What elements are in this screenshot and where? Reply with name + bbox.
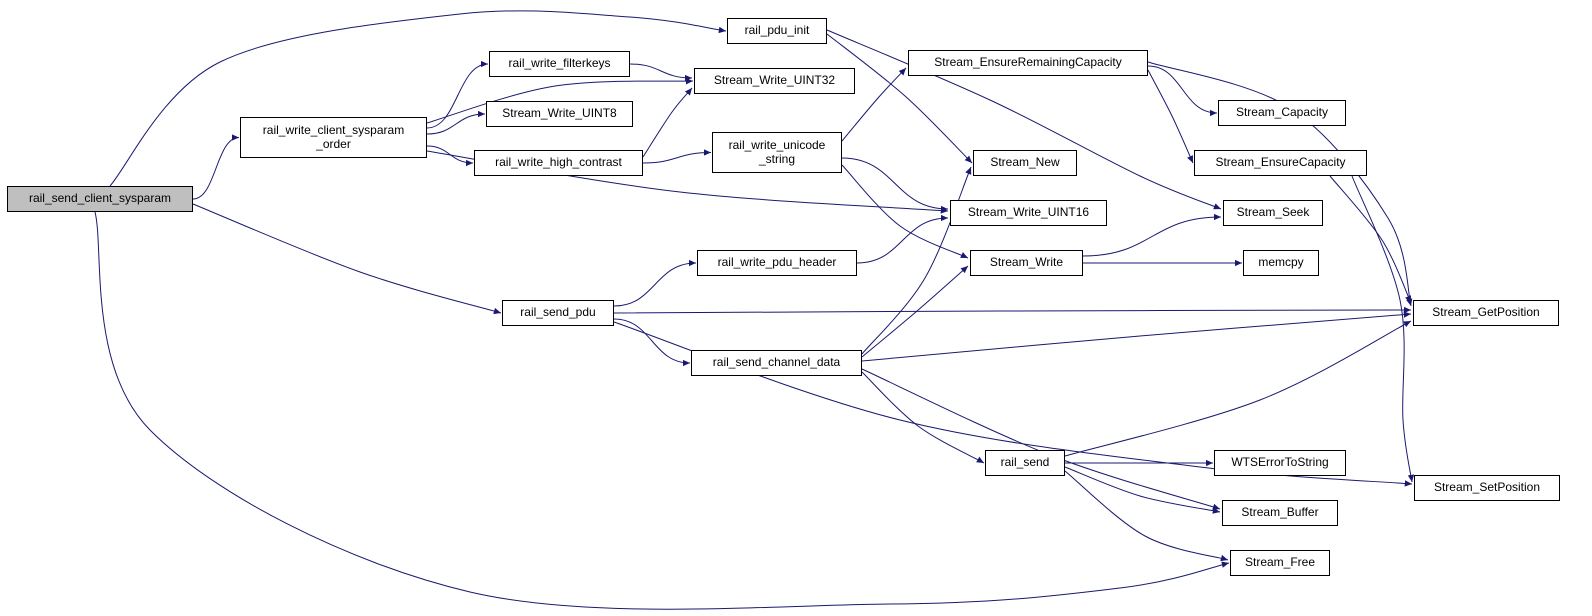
node-Stream_EnsureCapacity[interactable]: Stream_EnsureCapacity xyxy=(1194,150,1367,176)
edge-rail_pdu_init--Stream_Seek xyxy=(826,29,1222,210)
edge-rail_write_client_sysparam_order--Stream_Write_UINT32 xyxy=(426,78,694,124)
edge-rail_send--Stream_Free xyxy=(1064,470,1229,562)
node-rail_write_high_contrast[interactable]: rail_write_high_contrast xyxy=(474,150,643,176)
node-Stream_Write_UINT8[interactable]: Stream_Write_UINT8 xyxy=(486,101,633,127)
edge-rail_write_pdu_header--Stream_Write_UINT16 xyxy=(856,214,949,264)
node-Stream_Write_UINT32[interactable]: Stream_Write_UINT32 xyxy=(694,68,855,94)
edge-rail_send_pdu--Stream_GetPosition xyxy=(613,306,1412,314)
node-Stream_Seek[interactable]: Stream_Seek xyxy=(1223,200,1323,226)
edge-rail_write_unicode_string--Stream_EnsureRemainingCapacity xyxy=(841,67,907,142)
edge-rail_send_channel_data--Stream_GetPosition xyxy=(861,311,1412,362)
edge-rail_write_filterkeys--Stream_Write_UINT32 xyxy=(629,63,693,82)
edge-rail_write_unicode_string--Stream_Write_UINT16 xyxy=(841,157,949,213)
node-Stream_Write_UINT16[interactable]: Stream_Write_UINT16 xyxy=(950,200,1107,226)
edge-rail_send_client_sysparam--rail_write_client_sysparam_order xyxy=(192,134,240,200)
edge-rail_write_high_contrast--rail_write_unicode_string xyxy=(642,149,712,164)
edge-rail_send_pdu--rail_send_channel_data xyxy=(613,318,691,367)
edge-rail_send_channel_data--rail_send xyxy=(861,371,985,464)
edge-rail_pdu_init--Stream_New xyxy=(826,33,973,164)
node-rail_pdu_init[interactable]: rail_pdu_init xyxy=(727,18,827,44)
node-Stream_Buffer[interactable]: Stream_Buffer xyxy=(1222,500,1338,526)
node-rail_send[interactable]: rail_send xyxy=(985,450,1065,476)
node-rail_write_unicode_string[interactable]: rail_write_unicode _string xyxy=(712,132,842,173)
node-Stream_Write[interactable]: Stream_Write xyxy=(970,250,1083,276)
edge-Stream_EnsureRemainingCapacity--Stream_Capacity xyxy=(1147,65,1218,117)
edge-rail_send_client_sysparam--rail_pdu_init xyxy=(109,10,727,187)
node-rail_write_filterkeys[interactable]: rail_write_filterkeys xyxy=(489,51,630,77)
node-rail_send_channel_data[interactable]: rail_send_channel_data xyxy=(691,350,862,376)
node-memcpy[interactable]: memcpy xyxy=(1243,250,1319,276)
node-Stream_Free[interactable]: Stream_Free xyxy=(1230,550,1330,576)
edge-rail_write_high_contrast--Stream_Write_UINT32 xyxy=(642,87,693,158)
edge-rail_send_client_sysparam--Stream_Free xyxy=(94,211,1230,610)
edge-rail_write_client_sysparam_order--Stream_Write_UINT8 xyxy=(426,110,486,135)
edge-rail_send_channel_data--Stream_New xyxy=(861,166,972,355)
node-rail_write_pdu_header[interactable]: rail_write_pdu_header xyxy=(697,250,857,276)
edge-rail_send--Stream_GetPosition xyxy=(1064,320,1412,457)
node-Stream_GetPosition[interactable]: Stream_GetPosition xyxy=(1413,300,1559,326)
node-rail_send_client_sysparam: rail_send_client_sysparam xyxy=(7,186,193,212)
node-rail_send_pdu[interactable]: rail_send_pdu xyxy=(502,300,614,326)
node-Stream_New[interactable]: Stream_New xyxy=(973,150,1077,176)
edge-Stream_EnsureRemainingCapacity--Stream_GetPosition xyxy=(1147,61,1413,307)
node-rail_write_client_sysparam_order[interactable]: rail_write_client_sysparam _order xyxy=(240,117,427,158)
edge-rail_send_channel_data--Stream_Buffer xyxy=(861,368,1221,510)
node-Stream_SetPosition[interactable]: Stream_SetPosition xyxy=(1414,475,1560,501)
node-Stream_Capacity[interactable]: Stream_Capacity xyxy=(1218,100,1346,126)
edge-rail_send--Stream_Buffer xyxy=(1064,466,1221,514)
edge-Stream_Write--Stream_Seek xyxy=(1082,213,1222,257)
edge-rail_send_pdu--rail_write_pdu_header xyxy=(613,259,697,307)
edge-Stream_EnsureCapacity--Stream_GetPosition xyxy=(1329,175,1412,304)
edge-rail_write_unicode_string--Stream_Write xyxy=(841,164,969,259)
edge-Stream_EnsureRemainingCapacity--Stream_EnsureCapacity xyxy=(1147,69,1194,164)
edge-rail_send_client_sysparam--rail_send_pdu xyxy=(192,203,502,315)
edge-Stream_EnsureCapacity--Stream_SetPosition xyxy=(1351,175,1415,483)
node-WTSErrorToString[interactable]: WTSErrorToString xyxy=(1214,450,1346,476)
edge-rail_send_channel_data--Stream_Write xyxy=(861,265,969,358)
node-Stream_EnsureRemainingCapacity[interactable]: Stream_EnsureRemainingCapacity xyxy=(908,50,1148,76)
edge-rail_write_client_sysparam_order--rail_write_filterkeys xyxy=(426,60,489,129)
